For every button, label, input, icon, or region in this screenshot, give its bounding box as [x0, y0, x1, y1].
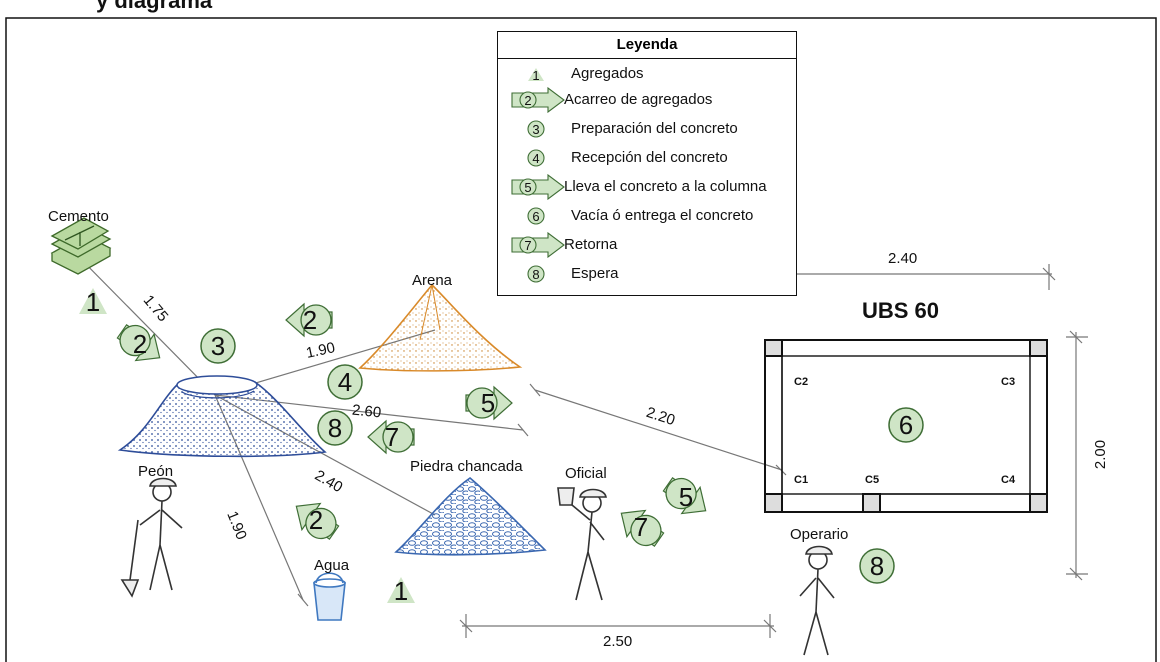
marker-m5b-number: 5: [679, 482, 693, 512]
marker-m2a: 2: [116, 323, 161, 362]
legend-symbol-5: 5: [511, 174, 565, 200]
marker-m7b-number: 7: [634, 512, 648, 542]
legend-item-3: 3 Preparación del concreto: [498, 116, 796, 142]
svg-text:2: 2: [524, 93, 531, 108]
peon-worker-icon: [120, 477, 183, 598]
legend: Leyenda 1 Agregados 2 Acarreo de agregados 3…: [497, 31, 797, 296]
concrete-mix-pile-icon: [117, 375, 327, 458]
legend-label-1: Agregados: [571, 65, 644, 82]
marker-m3: 3: [200, 328, 236, 364]
legend-item-8: 8 Espera: [498, 261, 796, 287]
marker-m8b-number: 8: [870, 551, 884, 581]
svg-text:6: 6: [532, 209, 539, 224]
marker-m8b: 8: [859, 548, 895, 584]
legend-title: Leyenda: [498, 32, 796, 59]
dim-line-bottom: [459, 614, 777, 638]
sand-pile-icon: [358, 283, 523, 372]
legend-label-5: Lleva el concreto a la columna: [564, 178, 767, 195]
dim-2-60: 2.60: [351, 401, 383, 422]
marker-m5b: 5: [662, 476, 707, 515]
marker-m7a-number: 7: [385, 422, 399, 452]
legend-item-2: 2 Acarreo de agregados: [498, 87, 796, 113]
svg-text:7: 7: [524, 238, 531, 253]
legend-item-4: 4 Recepción del concreto: [498, 145, 796, 171]
legend-symbol-7: 7: [511, 232, 565, 258]
label-oficial: Oficial: [565, 465, 607, 482]
operario-worker-icon: [799, 545, 835, 656]
line-cement-mix: [69, 247, 216, 396]
legend-label-4: Recepción del concreto: [571, 149, 728, 166]
marker-m1b-number: 1: [394, 576, 408, 606]
ubs-column-plan: [764, 339, 1048, 513]
label-piedra: Piedra chancada: [410, 458, 523, 475]
dim-2-00: 2.00: [1092, 439, 1110, 470]
dim-2-40-top: 2.40: [888, 250, 918, 267]
oficial-worker-icon: [557, 487, 607, 601]
line-to-c1: [534, 389, 783, 471]
legend-item-5: 5 Lleva el concreto a la columna: [498, 174, 796, 200]
column-c3: C3: [1001, 376, 1016, 388]
legend-symbol-6: 6: [527, 207, 545, 225]
legend-label-6: Vacía ó entrega el concreto: [571, 207, 754, 224]
ubs-title: UBS 60: [862, 298, 940, 323]
marker-m2b: 2: [285, 302, 333, 338]
outer-frame: [5, 17, 1157, 662]
marker-m3-number: 3: [211, 331, 225, 361]
label-peon: Peón: [138, 463, 174, 480]
column-c4: C4: [1001, 474, 1016, 486]
marker-m6-number: 6: [899, 410, 913, 440]
marker-m2c-number: 2: [309, 505, 323, 535]
column-c2: C2: [794, 376, 809, 388]
legend-symbol-8: 8: [527, 265, 545, 283]
legend-label-7: Retorna: [564, 236, 618, 253]
marker-m4: 4: [327, 364, 363, 400]
legend-item-1: 1 Agregados: [498, 61, 796, 87]
marker-m1a-number: 1: [86, 287, 100, 317]
marker-m8a: 8: [317, 410, 353, 446]
marker-m7b: 7: [620, 509, 665, 548]
column-c5: C5: [865, 474, 880, 486]
legend-symbol-1: 1: [528, 68, 544, 83]
cement-bags-icon: [50, 217, 112, 275]
marker-m1a: 1: [79, 287, 107, 317]
svg-text:5: 5: [524, 180, 531, 195]
legend-label-3: Preparación del concreto: [571, 120, 738, 137]
svg-text:8: 8: [532, 267, 539, 282]
water-bucket-icon: [313, 572, 346, 621]
svg-text:4: 4: [532, 151, 539, 166]
marker-m4-number: 4: [338, 367, 352, 397]
dim-2-50: 2.50: [603, 633, 633, 650]
marker-m2c: 2: [295, 502, 340, 541]
legend-label-2: Acarreo de agregados: [564, 91, 713, 108]
marker-m6: 6: [888, 407, 924, 443]
label-agua: Agua: [314, 557, 350, 574]
legend-symbol-4: 4: [527, 149, 545, 167]
label-arena: Arena: [412, 272, 453, 289]
label-operario: Operario: [790, 526, 849, 543]
marker-m5a-number: 5: [481, 388, 495, 418]
diagram-title-partial: y diagrama: [96, 0, 213, 13]
svg-text:3: 3: [532, 122, 539, 137]
column-c1: C1: [794, 474, 809, 486]
stone-pile-icon: [394, 476, 547, 556]
marker-m1b: 1: [387, 576, 415, 606]
svg-text:1: 1: [532, 68, 539, 83]
marker-m2a-number: 2: [133, 329, 147, 359]
label-cemento: Cemento: [48, 208, 109, 225]
legend-label-8: Espera: [571, 265, 619, 282]
marker-m5a: 5: [465, 385, 513, 421]
legend-item-6: 6 Vacía ó entrega el concreto: [498, 203, 796, 229]
dim-line-right: [1066, 330, 1088, 581]
marker-m7a: 7: [367, 419, 415, 455]
legend-symbol-3: 3: [527, 120, 545, 138]
legend-item-7: 7 Retorna: [498, 232, 796, 258]
marker-m2b-number: 2: [303, 305, 317, 335]
marker-m8a-number: 8: [328, 413, 342, 443]
legend-symbol-2: 2: [511, 87, 565, 113]
